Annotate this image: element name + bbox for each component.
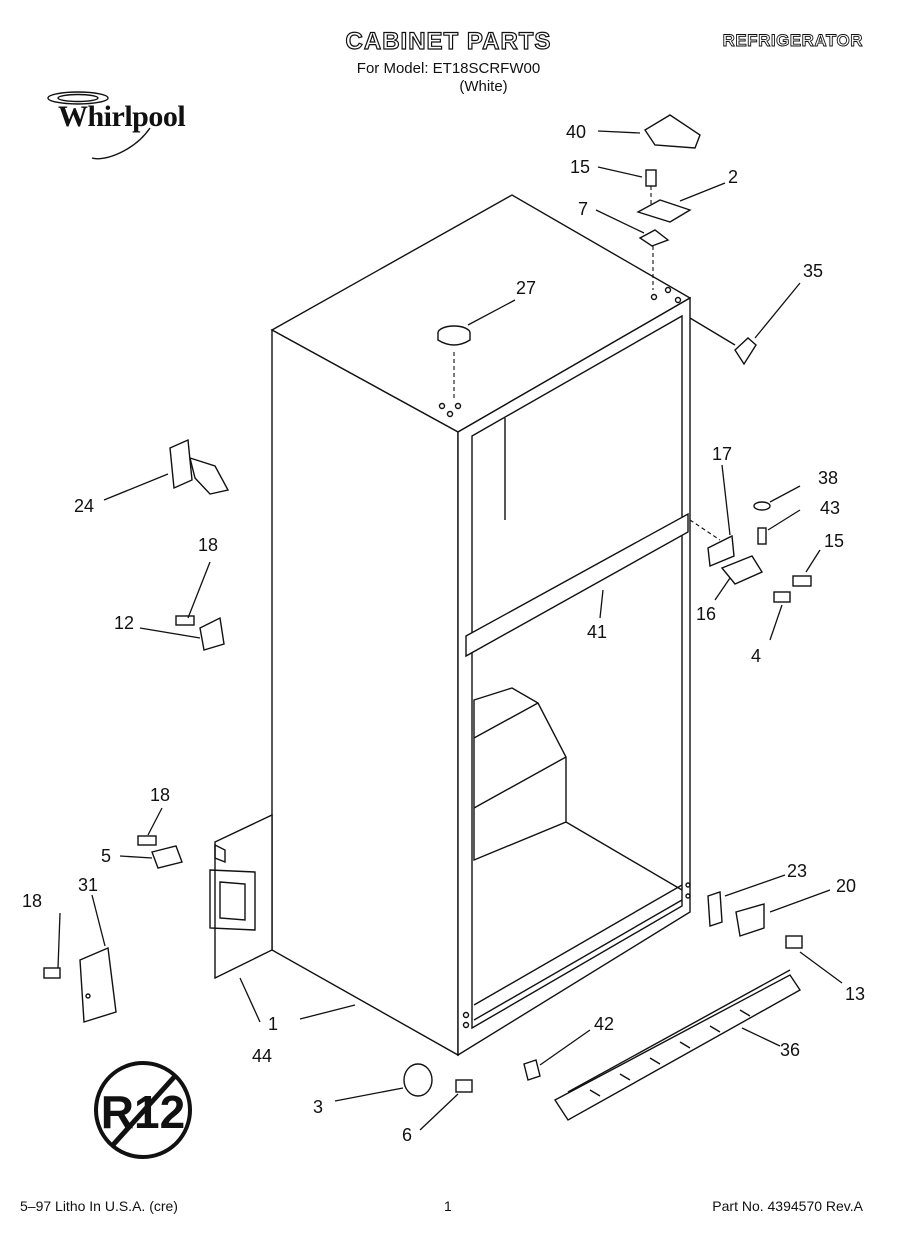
- toe-grille-part: [553, 969, 802, 1121]
- model-variant: (White): [459, 78, 508, 95]
- callout-38: 38: [818, 468, 838, 488]
- callout-24: 24: [74, 496, 94, 516]
- callout-12: 12: [114, 613, 134, 633]
- no-r12-icon: R12: [94, 1061, 192, 1159]
- leveling-leg-part: [403, 1063, 473, 1097]
- hinge-cover-part: [644, 114, 701, 149]
- callout-27: 27: [516, 278, 536, 298]
- part-number: Part No. 4394570 Rev.A: [712, 1198, 863, 1214]
- callout-5: 5: [101, 846, 111, 866]
- callout-15-top: 15: [570, 157, 590, 177]
- callout-18-upper: 18: [198, 535, 218, 555]
- door-stop-part: [169, 438, 230, 495]
- callout-41: 41: [587, 622, 607, 642]
- hinge-pin-cap-part: [689, 317, 757, 366]
- lower-hinge-assembly: [707, 891, 803, 949]
- callout-7: 7: [578, 199, 588, 219]
- callout-6: 6: [402, 1125, 412, 1145]
- callout-15-right: 15: [824, 531, 844, 551]
- bracket-12-part: [175, 615, 225, 651]
- callout-16: 16: [696, 604, 716, 624]
- callout-2: 2: [728, 167, 738, 187]
- clip-42-part: [523, 1059, 541, 1081]
- leader-lines: [57, 130, 843, 1131]
- footer-litho: 5–97 Litho In U.S.A. (cre): [20, 1198, 178, 1214]
- top-hinge-assembly: [636, 169, 692, 290]
- callout-35: 35: [803, 261, 823, 281]
- model-line: For Model: ET18SCRFW00: [356, 60, 541, 77]
- callout-3: 3: [313, 1097, 323, 1117]
- page-title: CABINET PARTS: [345, 27, 552, 55]
- appliance-type: REFRIGERATOR: [722, 31, 863, 51]
- cover-31-part: [43, 946, 117, 1023]
- callout-18-middle: 18: [150, 785, 170, 805]
- side-access-panel: [209, 813, 273, 980]
- top-plug-part: [437, 325, 471, 400]
- callout-4: 4: [751, 646, 761, 666]
- callout-20: 20: [836, 876, 856, 896]
- callout-40: 40: [566, 122, 586, 142]
- callout-1: 1: [268, 1014, 278, 1034]
- middle-hinge-assembly: [689, 501, 812, 603]
- callout-23: 23: [787, 861, 807, 881]
- cabinet-body: [270, 194, 692, 1057]
- bracket-5-part: [137, 835, 183, 869]
- callout-17: 17: [712, 444, 732, 464]
- callout-36: 36: [780, 1040, 800, 1060]
- brand-logo: Whirlpool: [58, 100, 186, 133]
- callout-43: 43: [820, 498, 840, 518]
- callout-13: 13: [845, 984, 865, 1004]
- whirlpool-swirl-icon: [47, 91, 151, 160]
- callout-42: 42: [594, 1014, 614, 1034]
- callout-44: 44: [252, 1046, 272, 1066]
- callout-18-lower: 18: [22, 891, 42, 911]
- page-number: 1: [444, 1198, 452, 1214]
- callout-31: 31: [78, 875, 98, 895]
